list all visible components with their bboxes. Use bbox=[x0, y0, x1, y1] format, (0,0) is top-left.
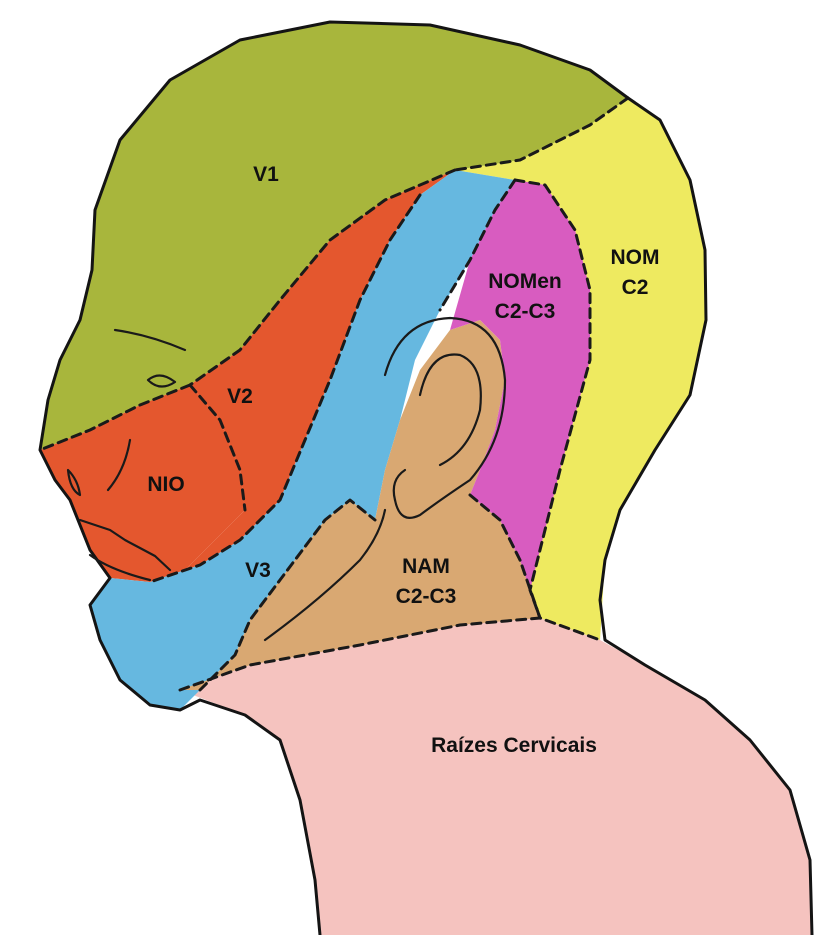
label-v1: V1 bbox=[253, 163, 279, 186]
label-nomen-line2: C2-C3 bbox=[495, 300, 556, 323]
label-v2: V2 bbox=[227, 385, 253, 408]
label-nam-line1: NAM bbox=[402, 555, 450, 578]
label-nom-line1: NOM bbox=[611, 246, 660, 269]
label-cervical-roots: Raízes Cervicais bbox=[431, 734, 597, 757]
label-nio: NIO bbox=[147, 473, 184, 496]
label-v3: V3 bbox=[245, 559, 271, 582]
label-nomen-line1: NOMen bbox=[488, 270, 562, 293]
label-nam-line2: C2-C3 bbox=[396, 585, 457, 608]
label-nom-line2: C2 bbox=[622, 276, 649, 299]
